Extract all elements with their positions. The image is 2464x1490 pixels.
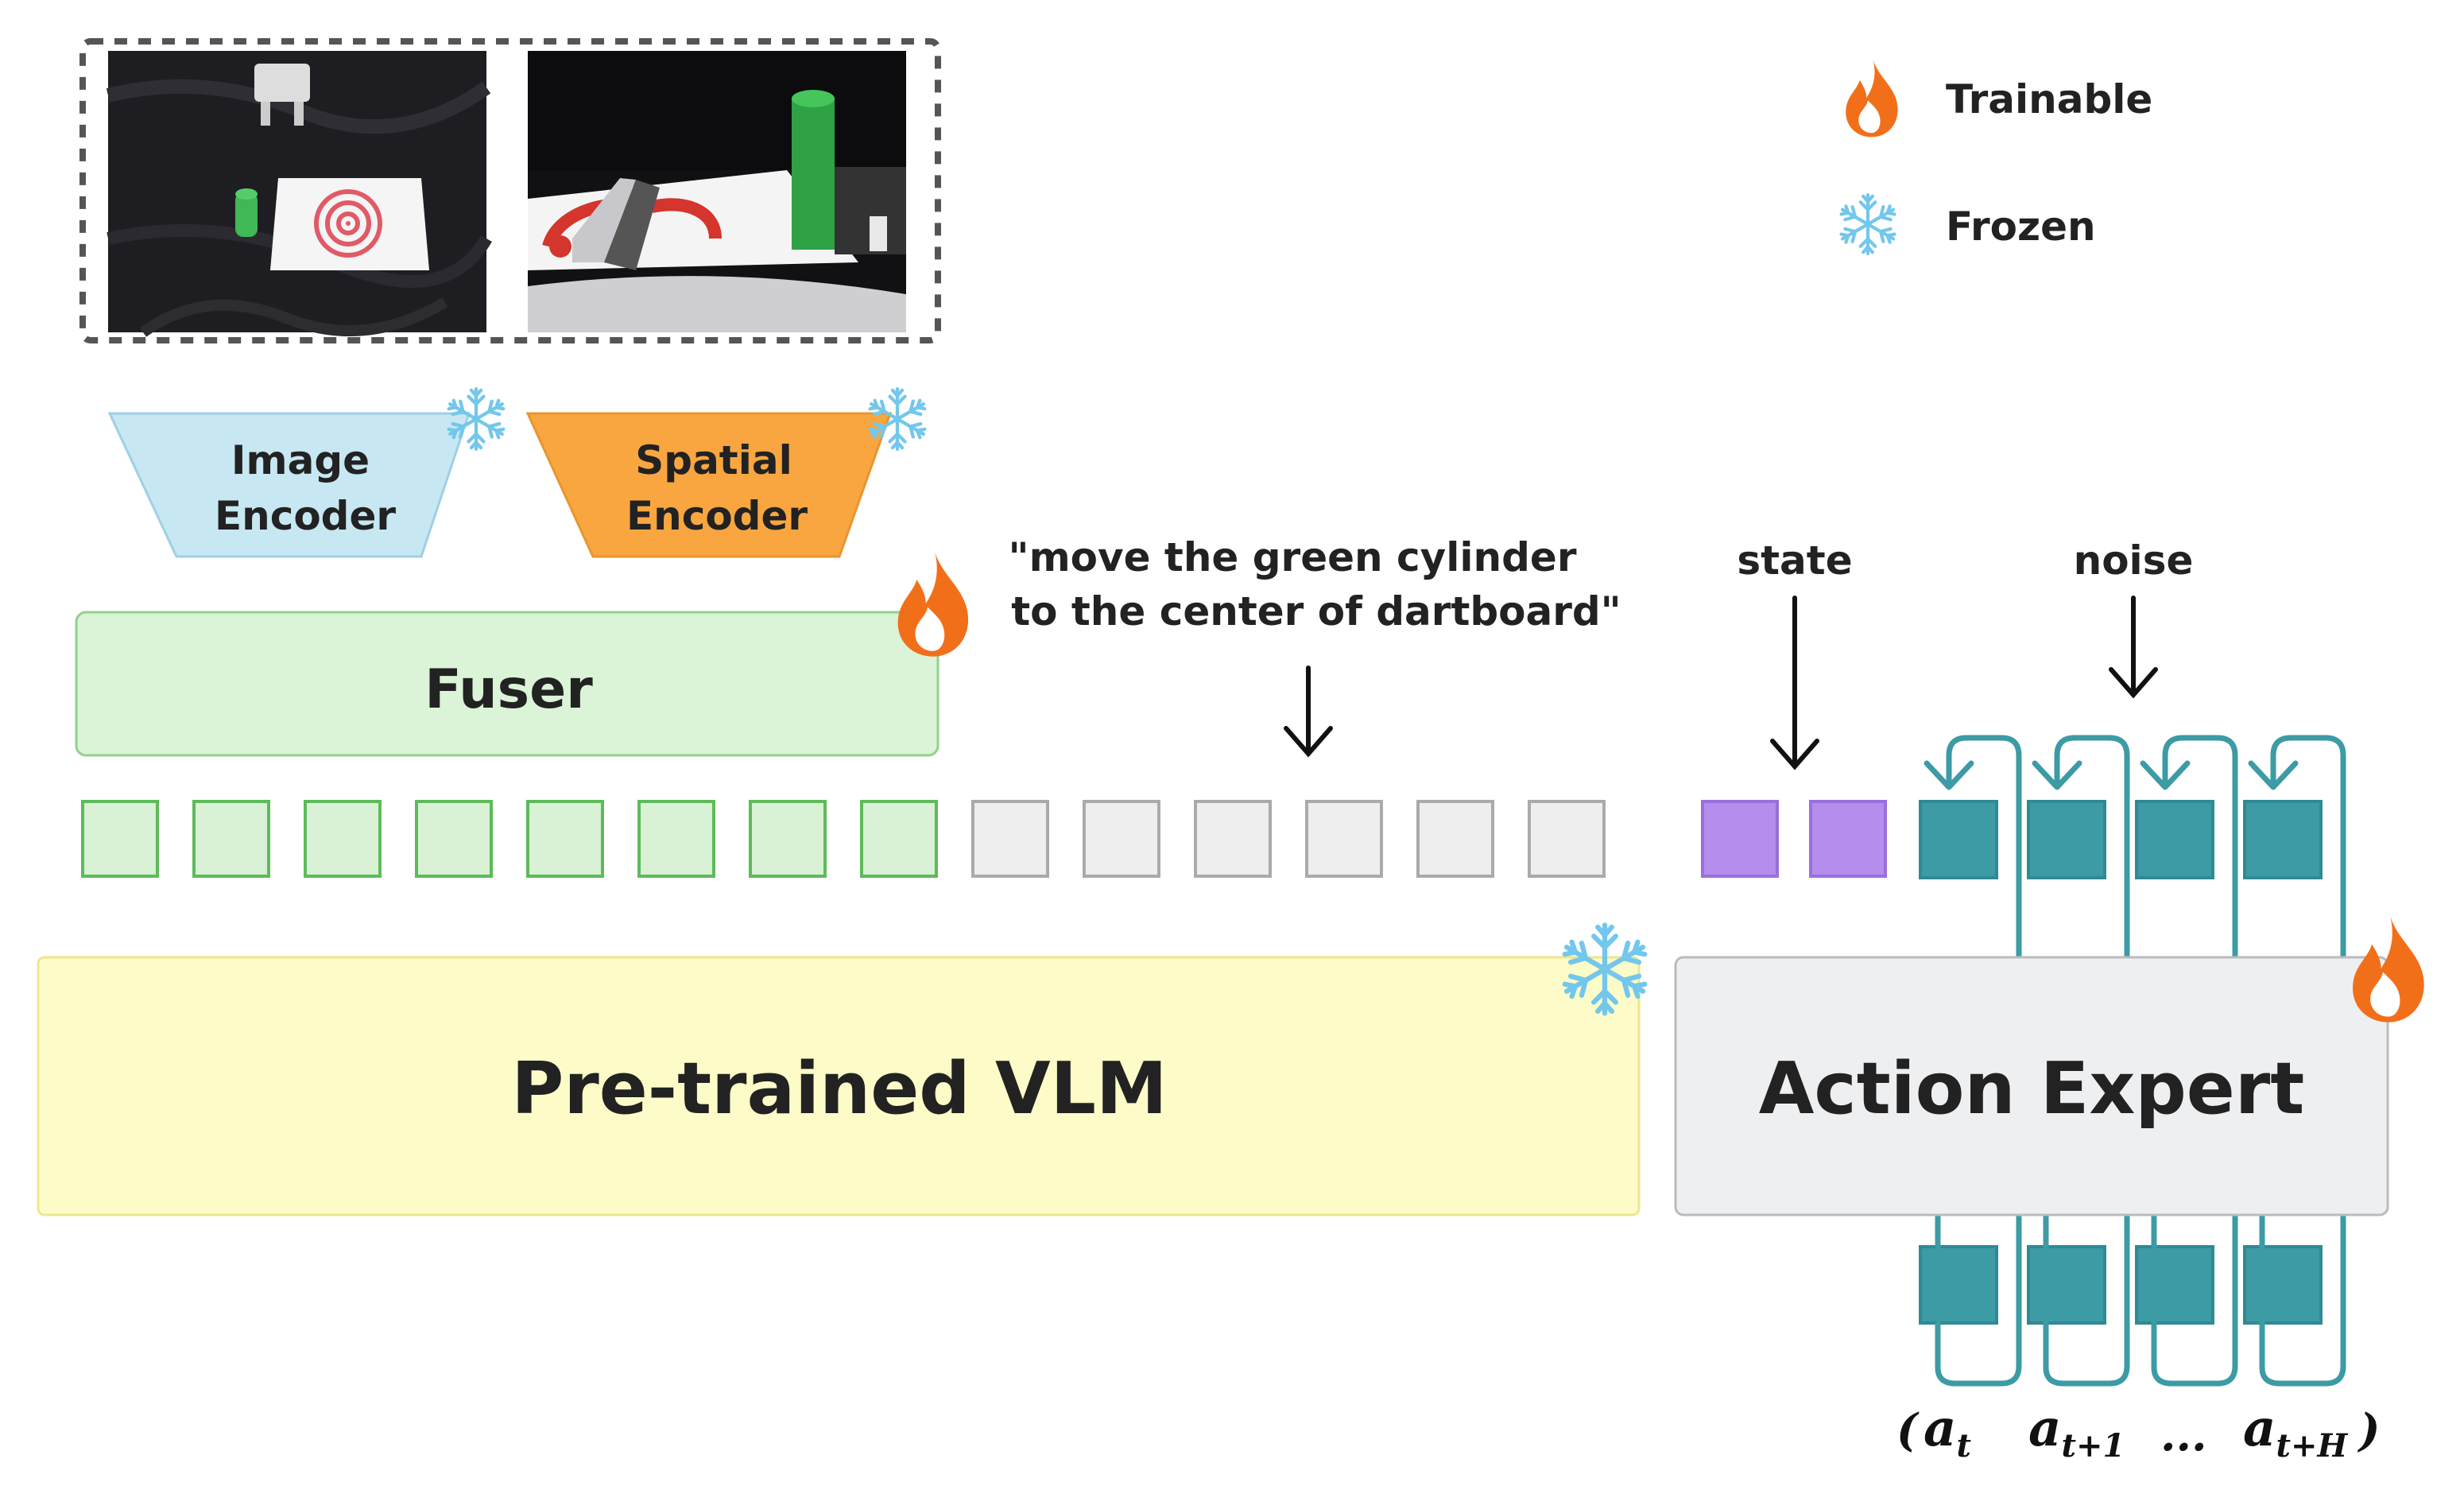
action-expert-block [1674, 956, 2389, 1216]
action-loop-bottom [2259, 1212, 2346, 1387]
image-encoder-label-line2: Encoder [215, 493, 396, 539]
fused-token [192, 800, 270, 878]
action-loop-arrowhead [1924, 760, 1974, 790]
action-sequence-close-paren: ) [2357, 1404, 2381, 1457]
language-token [1194, 800, 1272, 878]
instruction-line1: "move the green cylinder [1009, 534, 1577, 580]
action-expert-label: Action Expert [1759, 1047, 2305, 1131]
fused-token [749, 800, 827, 878]
noisy-action-token [2135, 800, 2214, 879]
action-loop-top [2162, 735, 2238, 960]
action-loop-top [2054, 735, 2130, 960]
action-loop-top [1946, 735, 2022, 960]
vlm-label: Pre-trained VLM [511, 1047, 1167, 1131]
fuser-flame-icon [897, 552, 969, 657]
action-item-t-plus-h: at+H [2243, 1399, 2348, 1465]
fuser-block [75, 611, 939, 757]
language-token [971, 800, 1049, 878]
action-loop-arrowhead [2140, 760, 2191, 790]
output-action-token [2027, 1245, 2106, 1325]
fuser-label: Fuser [424, 658, 593, 721]
output-action-token [2243, 1245, 2323, 1325]
output-action-token [2135, 1245, 2214, 1325]
output-action-token [1919, 1245, 1998, 1325]
action-expert-flame-icon [2353, 916, 2424, 1022]
spatial-encoder [525, 412, 893, 558]
state-label: state [1737, 537, 1852, 584]
fused-token [415, 800, 493, 878]
noisy-action-token [2243, 800, 2323, 879]
fused-token [860, 800, 938, 878]
legend-trainable-label: Trainable [1946, 76, 2152, 122]
noise-label: noise [2074, 537, 2194, 584]
language-token [1305, 800, 1383, 878]
language-token [1528, 800, 1606, 878]
instruction-arrow [1284, 665, 1333, 758]
action-item-t: at [1924, 1399, 1971, 1465]
action-item-t-plus-1: at+1 [2028, 1399, 2125, 1465]
action-loop-arrowhead [2032, 760, 2082, 790]
image-encoder-label-line1: Image [231, 437, 370, 483]
action-loop-bottom [2151, 1212, 2238, 1387]
image-encoder [107, 412, 471, 558]
fused-token [637, 800, 715, 878]
spatial-encoder-label-line2: Encoder [626, 493, 808, 539]
state-token [1809, 800, 1887, 878]
noisy-action-token [2027, 800, 2106, 879]
action-loop-bottom [2043, 1212, 2130, 1387]
action-loop-bottom [1935, 1212, 2022, 1387]
fused-token [304, 800, 382, 878]
legend-flame-icon [1846, 60, 1898, 138]
noisy-action-token [1919, 800, 1998, 879]
state-arrow [1770, 596, 1819, 770]
state-token [1701, 800, 1779, 878]
vlm-block [37, 956, 1641, 1216]
noise-arrow [2109, 596, 2158, 699]
legend-frozen-label: Frozen [1946, 204, 2096, 250]
language-token [1416, 800, 1494, 878]
spatial-encoder-label-line1: Spatial [635, 437, 792, 483]
instruction-line2: to the center of dartboard" [1011, 588, 1621, 634]
third-person-camera-image [106, 51, 492, 337]
wrist-camera-image [528, 51, 906, 332]
fused-token [81, 800, 159, 878]
legend-snowflake-icon [1838, 195, 1896, 254]
action-loop-top [2270, 735, 2346, 960]
action-sequence: ( at at+1 ... at+H ) [1896, 1399, 2381, 1465]
fused-token [526, 800, 604, 878]
action-loop-arrowhead [2248, 760, 2299, 790]
language-token [1083, 800, 1160, 878]
action-sequence-open-paren: ( [1896, 1404, 1920, 1457]
action-sequence-ellipsis: ... [2160, 1409, 2207, 1461]
action-denoising-loops [1924, 735, 2346, 1387]
token-row [81, 800, 2323, 1325]
